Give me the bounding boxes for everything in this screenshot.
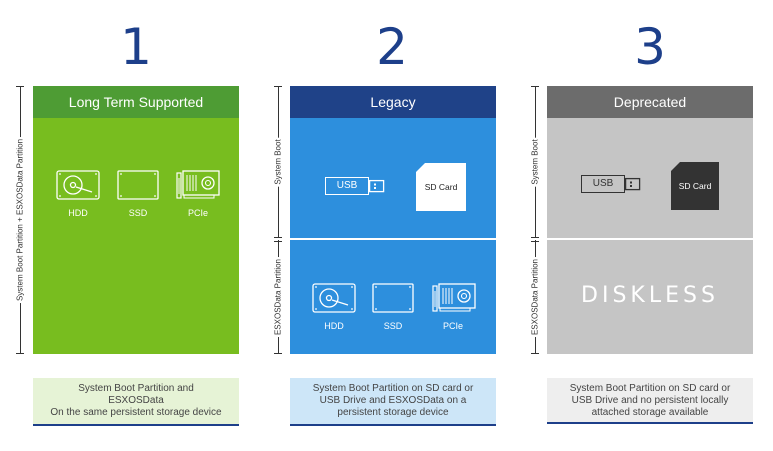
device-label-pcie: PCIe xyxy=(442,321,463,331)
caption-underline xyxy=(290,424,496,426)
hdd-icon xyxy=(56,170,100,200)
usb-connector-icon xyxy=(624,177,641,191)
usb-drive-icon: USB xyxy=(581,175,625,193)
usb-connector-icon xyxy=(368,179,385,193)
bracket-tick xyxy=(274,241,282,242)
caption-line: persistent storage device xyxy=(337,407,449,418)
pcie-card-icon xyxy=(432,283,476,312)
column-1-side-label: System Boot Partition + ESXOSData Partit… xyxy=(15,136,25,304)
bracket-tick xyxy=(531,353,539,354)
column-3-header: Deprecated xyxy=(547,86,753,118)
column-1-header: Long Term Supported xyxy=(33,86,239,118)
column-2-boot-label: System Boot xyxy=(273,137,283,187)
caption-line: USB Drive and no persistent locally xyxy=(571,395,729,406)
sd-card-icon xyxy=(671,162,719,210)
device-label-ssd: SSD xyxy=(128,208,148,218)
bracket-tick xyxy=(531,241,539,242)
bracket-tick xyxy=(274,237,282,238)
caption-line: On the same persistent storage device xyxy=(50,407,222,418)
bracket-tick xyxy=(531,86,539,87)
column-1-caption: System Boot Partition and ESXOSData On t… xyxy=(33,378,239,426)
column-2-header: Legacy xyxy=(290,86,496,118)
device-label-hdd: HDD xyxy=(324,321,344,331)
bracket-tick xyxy=(16,86,24,87)
sd-card-label: SD Card xyxy=(678,181,712,191)
pcie-card-icon xyxy=(176,170,220,199)
column-2-caption: System Boot Partition on SD card or USB … xyxy=(290,378,496,426)
caption-underline xyxy=(547,422,753,424)
column-3-data-section xyxy=(547,240,753,354)
column-1-number: 1 xyxy=(120,18,152,76)
ssd-icon xyxy=(117,170,159,200)
bracket-tick xyxy=(274,86,282,87)
caption-line: System Boot Partition on SD card or xyxy=(569,383,731,394)
sd-card-label: SD Card xyxy=(424,182,458,192)
column-2-number: 2 xyxy=(376,18,408,76)
column-2-data-label: ESXOSData Partition xyxy=(273,256,283,338)
column-3-data-label: ESXOSData Partition xyxy=(530,256,540,338)
bracket-tick xyxy=(531,237,539,238)
column-3-number: 3 xyxy=(634,18,666,76)
usb-drive-icon: USB xyxy=(325,177,369,195)
caption-line: USB Drive and ESXOSData on a xyxy=(319,395,467,406)
caption-line: System Boot Partition and xyxy=(78,383,194,394)
column-3-boot-label: System Boot xyxy=(530,137,540,187)
column-3-caption: System Boot Partition on SD card or USB … xyxy=(547,378,753,424)
caption-line: ESXOSData xyxy=(108,395,164,406)
caption-line: System Boot Partition on SD card or xyxy=(312,383,474,394)
caption-line: attached storage available xyxy=(591,407,709,418)
sd-card-icon xyxy=(416,163,466,211)
column-3-boot-section xyxy=(547,118,753,238)
ssd-icon xyxy=(372,283,414,313)
column-1-body xyxy=(33,118,239,354)
caption-underline xyxy=(33,424,239,426)
bracket-tick xyxy=(274,353,282,354)
diskless-label: DISKLESS xyxy=(581,283,719,308)
device-label-pcie: PCIe xyxy=(187,208,208,218)
device-label-ssd: SSD xyxy=(383,321,403,331)
device-label-hdd: HDD xyxy=(68,208,88,218)
bracket-tick xyxy=(16,353,24,354)
hdd-icon xyxy=(312,283,356,313)
